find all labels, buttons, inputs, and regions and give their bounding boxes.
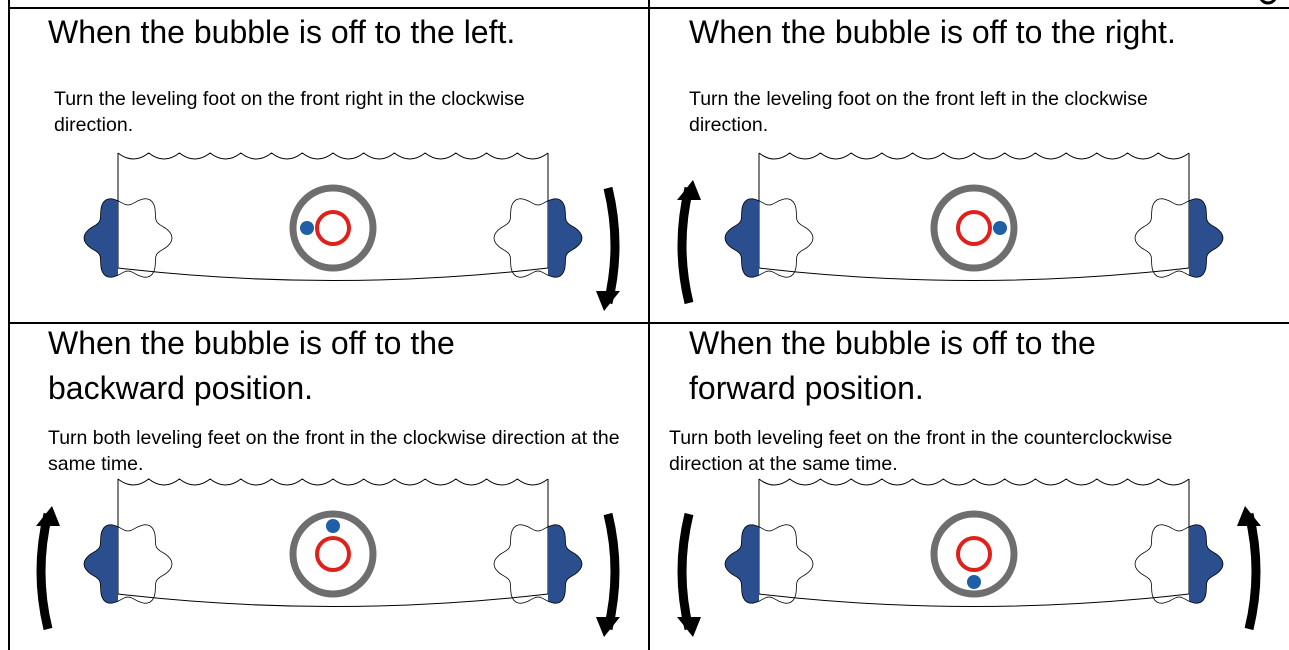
right-rotation-arrow bbox=[596, 512, 620, 637]
foot-visible bbox=[84, 524, 118, 604]
foot-visible bbox=[725, 198, 759, 278]
panel-instruction: Turn both leveling feet on the front in … bbox=[48, 427, 620, 475]
grid-divider-vertical bbox=[648, 0, 650, 650]
left-leveling-foot bbox=[83, 524, 173, 604]
grid-border-top bbox=[8, 7, 1289, 9]
foot-outline bbox=[493, 524, 583, 604]
right-rotation-arrow bbox=[1237, 506, 1261, 631]
wavy-top-edge bbox=[117, 478, 549, 486]
panel-bubble-right: When the bubble is off to the right. Tur… bbox=[649, 8, 1289, 333]
left-rotation-arrow bbox=[677, 180, 701, 305]
bubble-vial bbox=[930, 510, 1018, 598]
foot-visible bbox=[1189, 198, 1223, 278]
arrow-head bbox=[596, 291, 620, 311]
arrow-shaft bbox=[36, 512, 53, 631]
right-rotation-arrow bbox=[596, 186, 620, 311]
grid-border-left bbox=[8, 0, 10, 650]
foot-outline bbox=[493, 198, 583, 278]
bottom-edge bbox=[758, 593, 1190, 607]
foot-visible bbox=[548, 198, 582, 278]
foot-outline bbox=[83, 198, 173, 278]
left-leveling-foot bbox=[724, 198, 814, 278]
bubble bbox=[967, 575, 981, 589]
foot-outline bbox=[724, 198, 814, 278]
target-ring bbox=[956, 210, 992, 246]
panel-instruction: Turn the leveling foot on the front left… bbox=[689, 88, 1148, 136]
panel-title: When the bubble is off to the backward p… bbox=[48, 325, 455, 406]
target-ring bbox=[956, 536, 992, 572]
right-leveling-foot bbox=[493, 198, 583, 278]
bubble bbox=[300, 221, 314, 235]
panel-bubble-left: When the bubble is off to the left. Turn… bbox=[8, 8, 652, 333]
bottom-edge bbox=[117, 593, 549, 607]
left-leveling-foot bbox=[83, 198, 173, 278]
leveling-diagram bbox=[677, 152, 1224, 305]
bubble-vial bbox=[289, 510, 377, 598]
foot-outline bbox=[724, 524, 814, 604]
arrow-head bbox=[1237, 506, 1261, 526]
panel-title: When the bubble is off to the right. bbox=[689, 14, 1176, 50]
grid-divider-horizontal bbox=[8, 322, 1289, 324]
left-leveling-foot bbox=[724, 524, 814, 604]
bottom-edge bbox=[758, 267, 1190, 281]
right-leveling-foot bbox=[493, 524, 583, 604]
leveling-diagram bbox=[677, 478, 1261, 637]
panel-bubble-forward: When the bubble is off to the forward po… bbox=[649, 324, 1289, 649]
arrow-head bbox=[677, 180, 701, 200]
arrow-shaft bbox=[677, 186, 694, 305]
arrow-head bbox=[36, 506, 60, 526]
wavy-top-edge bbox=[117, 152, 549, 160]
foot-visible bbox=[725, 524, 759, 604]
panel-instruction: Turn both leveling feet on the front in … bbox=[669, 427, 1173, 475]
bottom-edge bbox=[117, 267, 549, 281]
panel-bubble-backward: When the bubble is off to the backward p… bbox=[8, 324, 652, 649]
panel-instruction: Turn the leveling foot on the front righ… bbox=[54, 88, 525, 136]
wavy-top-edge bbox=[758, 152, 1190, 160]
arrow-head bbox=[677, 617, 701, 637]
left-rotation-arrow bbox=[677, 512, 701, 637]
leveling-diagram bbox=[83, 152, 620, 311]
foot-visible bbox=[1189, 524, 1223, 604]
left-rotation-arrow bbox=[36, 506, 60, 631]
leveling-diagram bbox=[36, 478, 620, 637]
foot-outline bbox=[1134, 524, 1224, 604]
bubble bbox=[326, 519, 340, 533]
right-leveling-foot bbox=[1134, 524, 1224, 604]
page-corner-mark bbox=[1259, 0, 1277, 5]
target-ring bbox=[315, 210, 351, 246]
arrow-shaft bbox=[1244, 512, 1261, 631]
target-ring bbox=[315, 536, 351, 572]
arrow-head bbox=[596, 617, 620, 637]
arrow-shaft bbox=[677, 512, 694, 631]
foot-outline bbox=[83, 524, 173, 604]
foot-visible bbox=[548, 524, 582, 604]
arrow-shaft bbox=[603, 186, 620, 305]
wavy-top-edge bbox=[758, 478, 1190, 486]
bubble-vial bbox=[930, 184, 1018, 272]
bubble bbox=[993, 221, 1007, 235]
right-leveling-foot bbox=[1134, 198, 1224, 278]
panel-title: When the bubble is off to the forward po… bbox=[689, 325, 1096, 406]
bubble-vial bbox=[289, 184, 377, 272]
foot-visible bbox=[84, 198, 118, 278]
arrow-shaft bbox=[603, 512, 620, 631]
foot-outline bbox=[1134, 198, 1224, 278]
panel-title: When the bubble is off to the left. bbox=[48, 14, 516, 50]
